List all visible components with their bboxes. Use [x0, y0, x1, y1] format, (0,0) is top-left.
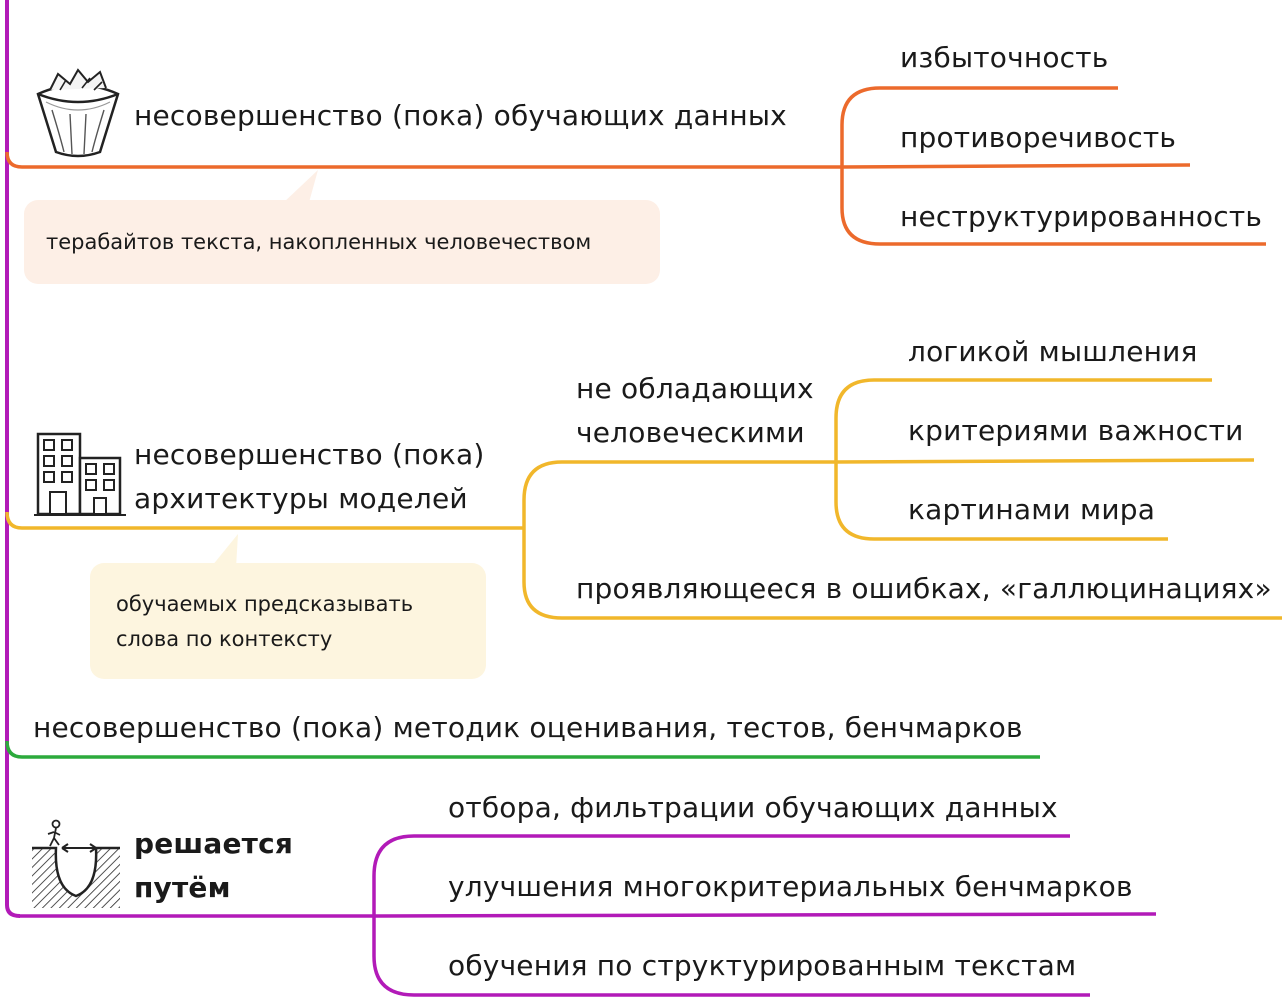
branch-solution-fork-up [372, 834, 1070, 916]
arch-sub-child-logic: логикой мышления [908, 335, 1198, 368]
branch-data-fork-mid [841, 163, 1191, 169]
note-data: терабайтов текста, накопленных человечес… [24, 200, 660, 284]
note-data-pointer [282, 170, 318, 206]
branch-data-label: несовершенство (пока) обучающих данных [134, 99, 787, 132]
branch-solution-fork-down [372, 916, 1090, 997]
branch-arch-fork-down [522, 528, 1282, 620]
branch-arch-line [5, 511, 524, 530]
branch-sub-fork-down [834, 462, 1168, 541]
arch-sub-label-line1: не обладающих [576, 372, 814, 405]
note-arch: обучаемых предсказывать слова по контекс… [90, 563, 486, 679]
arch-sub-child-worldview: картинами мира [908, 493, 1156, 526]
branch-solution-label-line2: путём [134, 871, 231, 904]
data-child-unstructured: неструктурированность [900, 200, 1263, 233]
arch-child-hallucinations: проявляющееся в ошибках, «галлюцинациях» [576, 572, 1272, 605]
note-arch-text-line2: слова по контексту [116, 627, 333, 651]
solution-child-filtering: отбора, фильтрации обучающих данных [448, 791, 1058, 824]
branch-data-fork-low [840, 167, 1266, 246]
branch-data-fork [840, 86, 1118, 167]
solution-child-benchmarks: улучшения многокритериальных бенчмарков [448, 870, 1133, 903]
trunk-line [5, 0, 21, 918]
branch-arch-label-line2: архитектуры моделей [134, 482, 468, 515]
branch-sub-fork-up [834, 378, 1212, 462]
branch-eval-label: несовершенство (пока) методик оценивания… [33, 711, 1023, 744]
cliff-jump-icon [32, 819, 120, 908]
branch-solution-label-line1: решается [134, 827, 294, 860]
note-data-text: терабайтов текста, накопленных человечес… [46, 230, 592, 254]
office-building-icon [34, 432, 126, 516]
branch-arch-label-line1: несовершенство (пока) [134, 438, 485, 471]
note-arch-pointer [212, 534, 238, 568]
wastebasket-icon [36, 68, 120, 158]
arch-sub-label-line2: человеческими [576, 416, 805, 449]
branch-eval-line [5, 740, 1040, 759]
branch-sub-fork-mid [835, 458, 1255, 464]
branch-data-line [5, 151, 842, 169]
branch-arch-fork-up [522, 460, 836, 528]
arch-sub-child-importance: критериями важности [908, 414, 1244, 447]
note-arch-text-line1: обучаемых предсказывать [116, 592, 414, 616]
branch-solution-fork-mid [373, 912, 1157, 918]
solution-child-structured: обучения по структурированным текстам [448, 949, 1077, 982]
data-child-redundancy: избыточность [900, 41, 1109, 74]
data-child-contradiction: противоречивость [900, 121, 1177, 154]
